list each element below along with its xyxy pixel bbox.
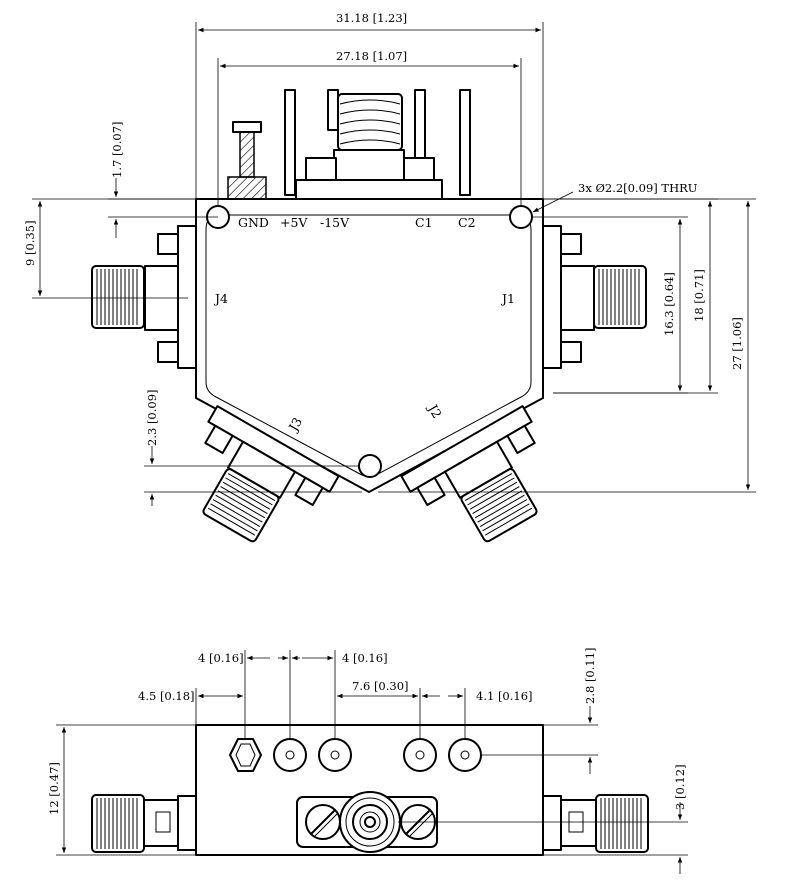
dim-bottom-hole-offset: 2.3 [0.09]	[145, 389, 159, 446]
dim-side-connector-offset: 9 [0.35]	[23, 220, 37, 266]
dim-pin-pitch-b: 4 [0.16]	[342, 651, 388, 665]
dim-overall-height: 27 [1.06]	[730, 317, 744, 370]
dim-pin-height: 2.8 [0.11]	[583, 647, 597, 704]
dim-first-pin-offset: 4.5 [0.18]	[138, 689, 195, 703]
port-label-j1: J1	[500, 291, 515, 306]
dim-overall-width: 31.18 [1.23]	[336, 11, 407, 25]
dim-pin-pitch-c: 7.6 [0.30]	[352, 679, 409, 693]
connector-j4	[91, 225, 197, 369]
connector-j3	[202, 405, 340, 543]
connector-j1	[542, 225, 647, 369]
mount-hole-bottom	[358, 454, 382, 478]
dim-hole-spacing: 27.18 [1.07]	[336, 49, 407, 63]
pin-label-gnd: GND	[238, 215, 269, 230]
top-view: GND +5V -15V C1 C2 J4 J1 J3 J2 31.18 [1.…	[23, 11, 756, 543]
top-view-dimensions: 31.18 [1.23] 27.18 [1.07] 1.7 [0.07] 9 […	[23, 11, 756, 506]
port-label-j4: J4	[213, 291, 228, 306]
dim-pin-pitch-d: 4.1 [0.16]	[476, 689, 533, 703]
dim-side-body-height: 12 [0.47]	[47, 762, 61, 815]
connector-j2	[400, 405, 538, 543]
side-sma-flange	[296, 791, 438, 853]
pin-label-5v: +5V	[280, 215, 308, 230]
side-connector-right	[542, 794, 649, 853]
dim-body-height-a: 16.3 [0.64]	[662, 272, 676, 336]
pin-label-c1: C1	[415, 215, 433, 230]
dim-pin-pitch-a: 4 [0.16]	[198, 651, 244, 665]
dim-hole-edge-offset: 1.7 [0.07]	[110, 121, 124, 178]
gnd-hex-nut	[229, 738, 262, 772]
dim-body-height-b: 18 [0.71]	[692, 269, 706, 322]
top-sma-connector	[295, 93, 443, 201]
mount-hole-right	[509, 205, 533, 229]
pin-label-c2: C2	[458, 215, 476, 230]
dim-hole-spec: 3x Ø2.2[0.09] THRU	[578, 181, 698, 195]
side-view-dimensions: 4 [0.16] 4 [0.16] 4.5 [0.18] 7.6 [0.30] …	[47, 647, 688, 874]
pin-label-15v: -15V	[320, 215, 350, 230]
dim-connector-height: 3 [0.12]	[673, 764, 687, 810]
side-connector-left	[91, 794, 197, 853]
top-pins	[227, 89, 471, 200]
side-view: 4 [0.16] 4 [0.16] 4.5 [0.18] 7.6 [0.30] …	[47, 647, 688, 874]
